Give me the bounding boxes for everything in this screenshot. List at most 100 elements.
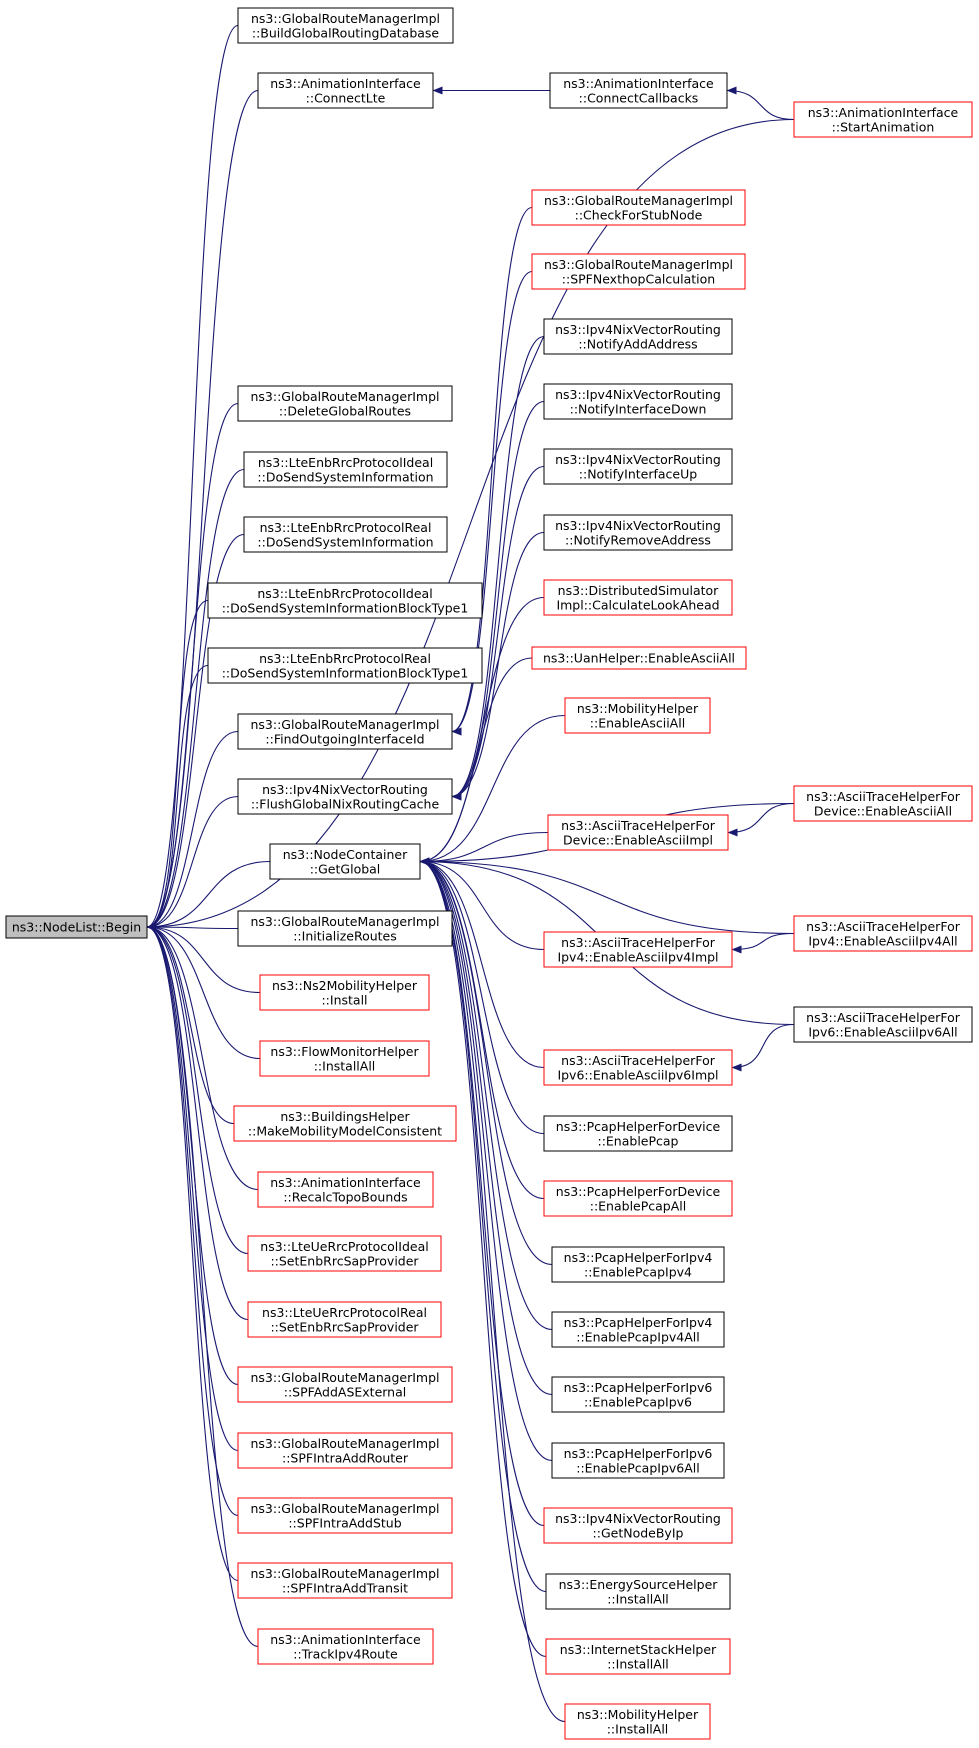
node-box bbox=[237, 1432, 453, 1469]
node-label: ns3::FlowMonitorHelper bbox=[270, 1044, 419, 1059]
node-label: ns3::Ipv4NixVectorRouting bbox=[555, 322, 721, 337]
call-edge bbox=[451, 335, 545, 801]
graph-node[interactable]: ns3::AnimationInterface::StartAnimation bbox=[793, 101, 973, 138]
graph-node[interactable]: ns3::AsciiTraceHelperForIpv4::EnableAsci… bbox=[543, 931, 733, 968]
node-label: ::NotifyInterfaceUp bbox=[579, 466, 697, 481]
node-label: ::DoSendSystemInformation bbox=[257, 534, 433, 549]
call-edge bbox=[419, 857, 553, 1331]
call-edge bbox=[146, 923, 261, 994]
node-label: ::Install bbox=[321, 992, 367, 1007]
node-label: ::InitializeRoutes bbox=[293, 928, 397, 943]
graph-node[interactable]: ns3::Ipv4NixVectorRouting::NotifyInterfa… bbox=[543, 448, 733, 485]
node-label: ns3::PcapHelperForIpv6 bbox=[564, 1380, 713, 1395]
node-label: ns3::LteEnbRrcProtocolIdeal bbox=[258, 455, 433, 470]
node-label: ns3::GlobalRouteManagerImpl bbox=[251, 11, 440, 26]
graph-node[interactable]: ns3::GlobalRouteManagerImpl::SPFNexthopC… bbox=[531, 253, 746, 290]
graph-node[interactable]: ns3::GlobalRouteManagerImpl::SPFIntraAdd… bbox=[237, 1497, 453, 1534]
graph-node[interactable]: ns3::Ns2MobilityHelper::Install bbox=[259, 974, 430, 1011]
graph-node[interactable]: ns3::UanHelper::EnableAsciiAll bbox=[531, 646, 747, 670]
node-label: ns3::NodeContainer bbox=[283, 847, 408, 862]
call-edge bbox=[727, 802, 795, 837]
node-label: ns3::LteUeRrcProtocolReal bbox=[262, 1305, 427, 1320]
node-label: ::SPFAddASExternal bbox=[284, 1384, 407, 1399]
node-box bbox=[543, 383, 733, 420]
graph-node[interactable]: ns3::PcapHelperForIpv6::EnablePcapIpv6 bbox=[551, 1376, 725, 1413]
graph-node[interactable]: ns3::AnimationInterface::ConnectCallback… bbox=[549, 72, 728, 109]
graph-node[interactable]: ns3::AsciiTraceHelperForIpv6::EnableAsci… bbox=[543, 1049, 733, 1086]
graph-node[interactable]: ns3::PcapHelperForDevice::EnablePcap bbox=[543, 1115, 733, 1152]
graph-node[interactable]: ns3::MobilityHelper::EnableAsciiAll bbox=[564, 697, 711, 734]
node-box bbox=[793, 1006, 973, 1043]
call-edge bbox=[146, 730, 239, 931]
graph-node[interactable]: ns3::MobilityHelper::InstallAll bbox=[564, 1703, 711, 1740]
graph-node[interactable]: ns3::GlobalRouteManagerImpl::InitializeR… bbox=[237, 910, 453, 947]
call-edge bbox=[731, 1023, 795, 1072]
graph-node[interactable]: ns3::AsciiTraceHelperForIpv6::EnableAsci… bbox=[793, 1006, 973, 1043]
graph-node[interactable]: ns3::LteEnbRrcProtocolReal::DoSendSystem… bbox=[243, 516, 448, 553]
graph-node[interactable]: ns3::LteEnbRrcProtocolIdeal::DoSendSyste… bbox=[243, 451, 448, 488]
graph-node[interactable]: ns3::Ipv4NixVectorRouting::GetNodeByIp bbox=[543, 1507, 733, 1544]
node-label: ns3::DistributedSimulator bbox=[558, 583, 720, 598]
graph-node[interactable]: ns3::Ipv4NixVectorRouting::NotifyInterfa… bbox=[543, 383, 733, 420]
graph-node[interactable]: ns3::AsciiTraceHelperForDevice::EnableAs… bbox=[793, 785, 973, 822]
graph-node[interactable]: ns3::LteUeRrcProtocolIdeal::SetEnbRrcSap… bbox=[247, 1235, 442, 1272]
graph-node[interactable]: ns3::NodeContainer::GetGlobal bbox=[269, 843, 421, 880]
node-label: ns3::AsciiTraceHelperFor bbox=[561, 935, 716, 950]
call-edge bbox=[146, 24, 239, 931]
graph-node[interactable]: ns3::AnimationInterface::ConnectLte bbox=[257, 72, 434, 109]
node-box bbox=[545, 1638, 731, 1675]
graph-node[interactable]: ns3::GlobalRouteManagerImpl::CheckForStu… bbox=[531, 189, 746, 226]
node-box bbox=[531, 646, 747, 670]
call-edge bbox=[146, 599, 209, 931]
node-label: ::InstallAll bbox=[314, 1058, 376, 1073]
node-label: ns3::GlobalRouteManagerImpl bbox=[250, 1566, 439, 1581]
graph-node[interactable]: ns3::EnergySourceHelper::InstallAll bbox=[545, 1573, 731, 1610]
node-box bbox=[551, 1246, 725, 1283]
node-label: Device::EnableAsciiImpl bbox=[563, 832, 713, 847]
node-box bbox=[237, 713, 453, 750]
node-box bbox=[237, 1366, 453, 1403]
graph-node[interactable]: ns3::FlowMonitorHelper::InstallAll bbox=[259, 1040, 430, 1077]
graph-node[interactable]: ns3::GlobalRouteManagerImpl::SPFAddASExt… bbox=[237, 1366, 453, 1403]
graph-node[interactable]: ns3::DistributedSimulatorImpl::Calculate… bbox=[543, 579, 733, 616]
graph-node[interactable]: ns3::LteUeRrcProtocolReal::SetEnbRrcSapP… bbox=[247, 1301, 442, 1338]
graph-node[interactable]: ns3::Ipv4NixVectorRouting::NotifyAddAddr… bbox=[543, 318, 733, 355]
node-box bbox=[547, 814, 729, 851]
node-label: ns3::AnimationInterface bbox=[270, 1632, 421, 1647]
graph-node[interactable]: ns3::GlobalRouteManagerImpl::SPFIntraAdd… bbox=[237, 1562, 453, 1599]
call-edge bbox=[146, 923, 235, 1125]
graph-node[interactable]: ns3::BuildingsHelper::MakeMobilityModelC… bbox=[233, 1105, 457, 1142]
graph-node[interactable]: ns3::PcapHelperForIpv4::EnablePcapIpv4 bbox=[551, 1246, 725, 1283]
graph-node[interactable]: ns3::AnimationInterface::TrackIpv4Route bbox=[257, 1628, 434, 1665]
graph-node[interactable]: ns3::AnimationInterface::RecalcTopoBound… bbox=[257, 1171, 434, 1208]
graph-node[interactable]: ns3::Ipv4NixVectorRouting::NotifyRemoveA… bbox=[543, 514, 733, 551]
call-edge bbox=[419, 857, 553, 1396]
graph-node[interactable]: ns3::InternetStackHelper::InstallAll bbox=[545, 1638, 731, 1675]
graph-node[interactable]: ns3::PcapHelperForIpv6::EnablePcapIpv6Al… bbox=[551, 1442, 725, 1479]
graph-node[interactable]: ns3::Ipv4NixVectorRouting::FlushGlobalNi… bbox=[237, 778, 453, 815]
graph-node[interactable]: ns3::LteEnbRrcProtocolIdeal::DoSendSyste… bbox=[207, 582, 483, 619]
node-box bbox=[543, 931, 733, 968]
node-label: ::BuildGlobalRoutingDatabase bbox=[252, 25, 440, 40]
node-label: Device::EnableAsciiAll bbox=[814, 803, 952, 818]
node-box bbox=[543, 579, 733, 616]
graph-node[interactable]: ns3::GlobalRouteManagerImpl::BuildGlobal… bbox=[237, 7, 454, 44]
graph-node[interactable]: ns3::PcapHelperForDevice::EnablePcapAll bbox=[543, 1180, 733, 1217]
graph-node[interactable]: ns3::GlobalRouteManagerImpl::SPFIntraAdd… bbox=[237, 1432, 453, 1469]
graph-node[interactable]: ns3::AsciiTraceHelperForIpv4::EnableAsci… bbox=[793, 915, 973, 952]
graph-node[interactable]: ns3::AsciiTraceHelperForDevice::EnableAs… bbox=[547, 814, 729, 851]
node-box bbox=[269, 843, 421, 880]
node-label: ns3::GlobalRouteManagerImpl bbox=[250, 389, 439, 404]
graph-node[interactable]: ns3::GlobalRouteManagerImpl::FindOutgoin… bbox=[237, 713, 453, 750]
node-label: ::DeleteGlobalRoutes bbox=[279, 403, 411, 418]
graph-node[interactable]: ns3::GlobalRouteManagerImpl::DeleteGloba… bbox=[237, 385, 453, 422]
graph-node[interactable]: ns3::PcapHelperForIpv4::EnablePcapIpv4Al… bbox=[551, 1311, 725, 1348]
graph-node[interactable]: ns3::LteEnbRrcProtocolReal::DoSendSystem… bbox=[207, 647, 483, 684]
node-label: ::ConnectLte bbox=[306, 90, 386, 105]
node-label: ::SPFIntraAddRouter bbox=[282, 1450, 409, 1465]
call-edge bbox=[419, 857, 545, 1135]
node-label: ns3::Ipv4NixVectorRouting bbox=[555, 518, 721, 533]
node-box bbox=[543, 1049, 733, 1086]
node-label: ::NotifyAddAddress bbox=[578, 336, 697, 351]
node-label: Impl::CalculateLookAhead bbox=[556, 597, 719, 612]
